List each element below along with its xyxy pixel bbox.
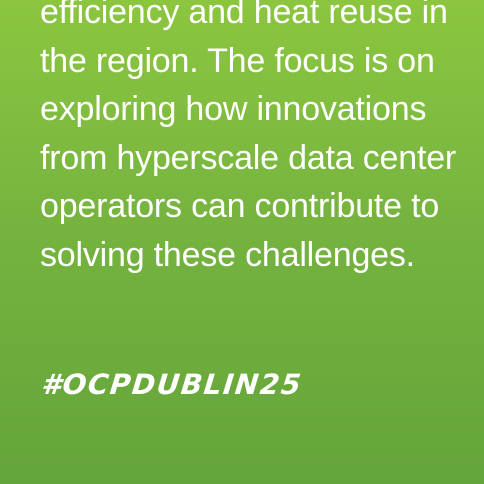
body-line: solving these challenges. (40, 235, 415, 274)
body-line: operators can contribute to (40, 187, 440, 225)
event-hashtag: #OCPDUBLIN25 (40, 368, 304, 401)
body-line: exploring how innovations (40, 90, 427, 128)
body-line: from hyperscale data center (40, 138, 457, 177)
body-line: efficiency and heat reuse in (40, 0, 448, 31)
body-line: the region. The focus is on (40, 41, 435, 80)
body-paragraph: efficiency and heat reuse in the region.… (40, 0, 480, 279)
